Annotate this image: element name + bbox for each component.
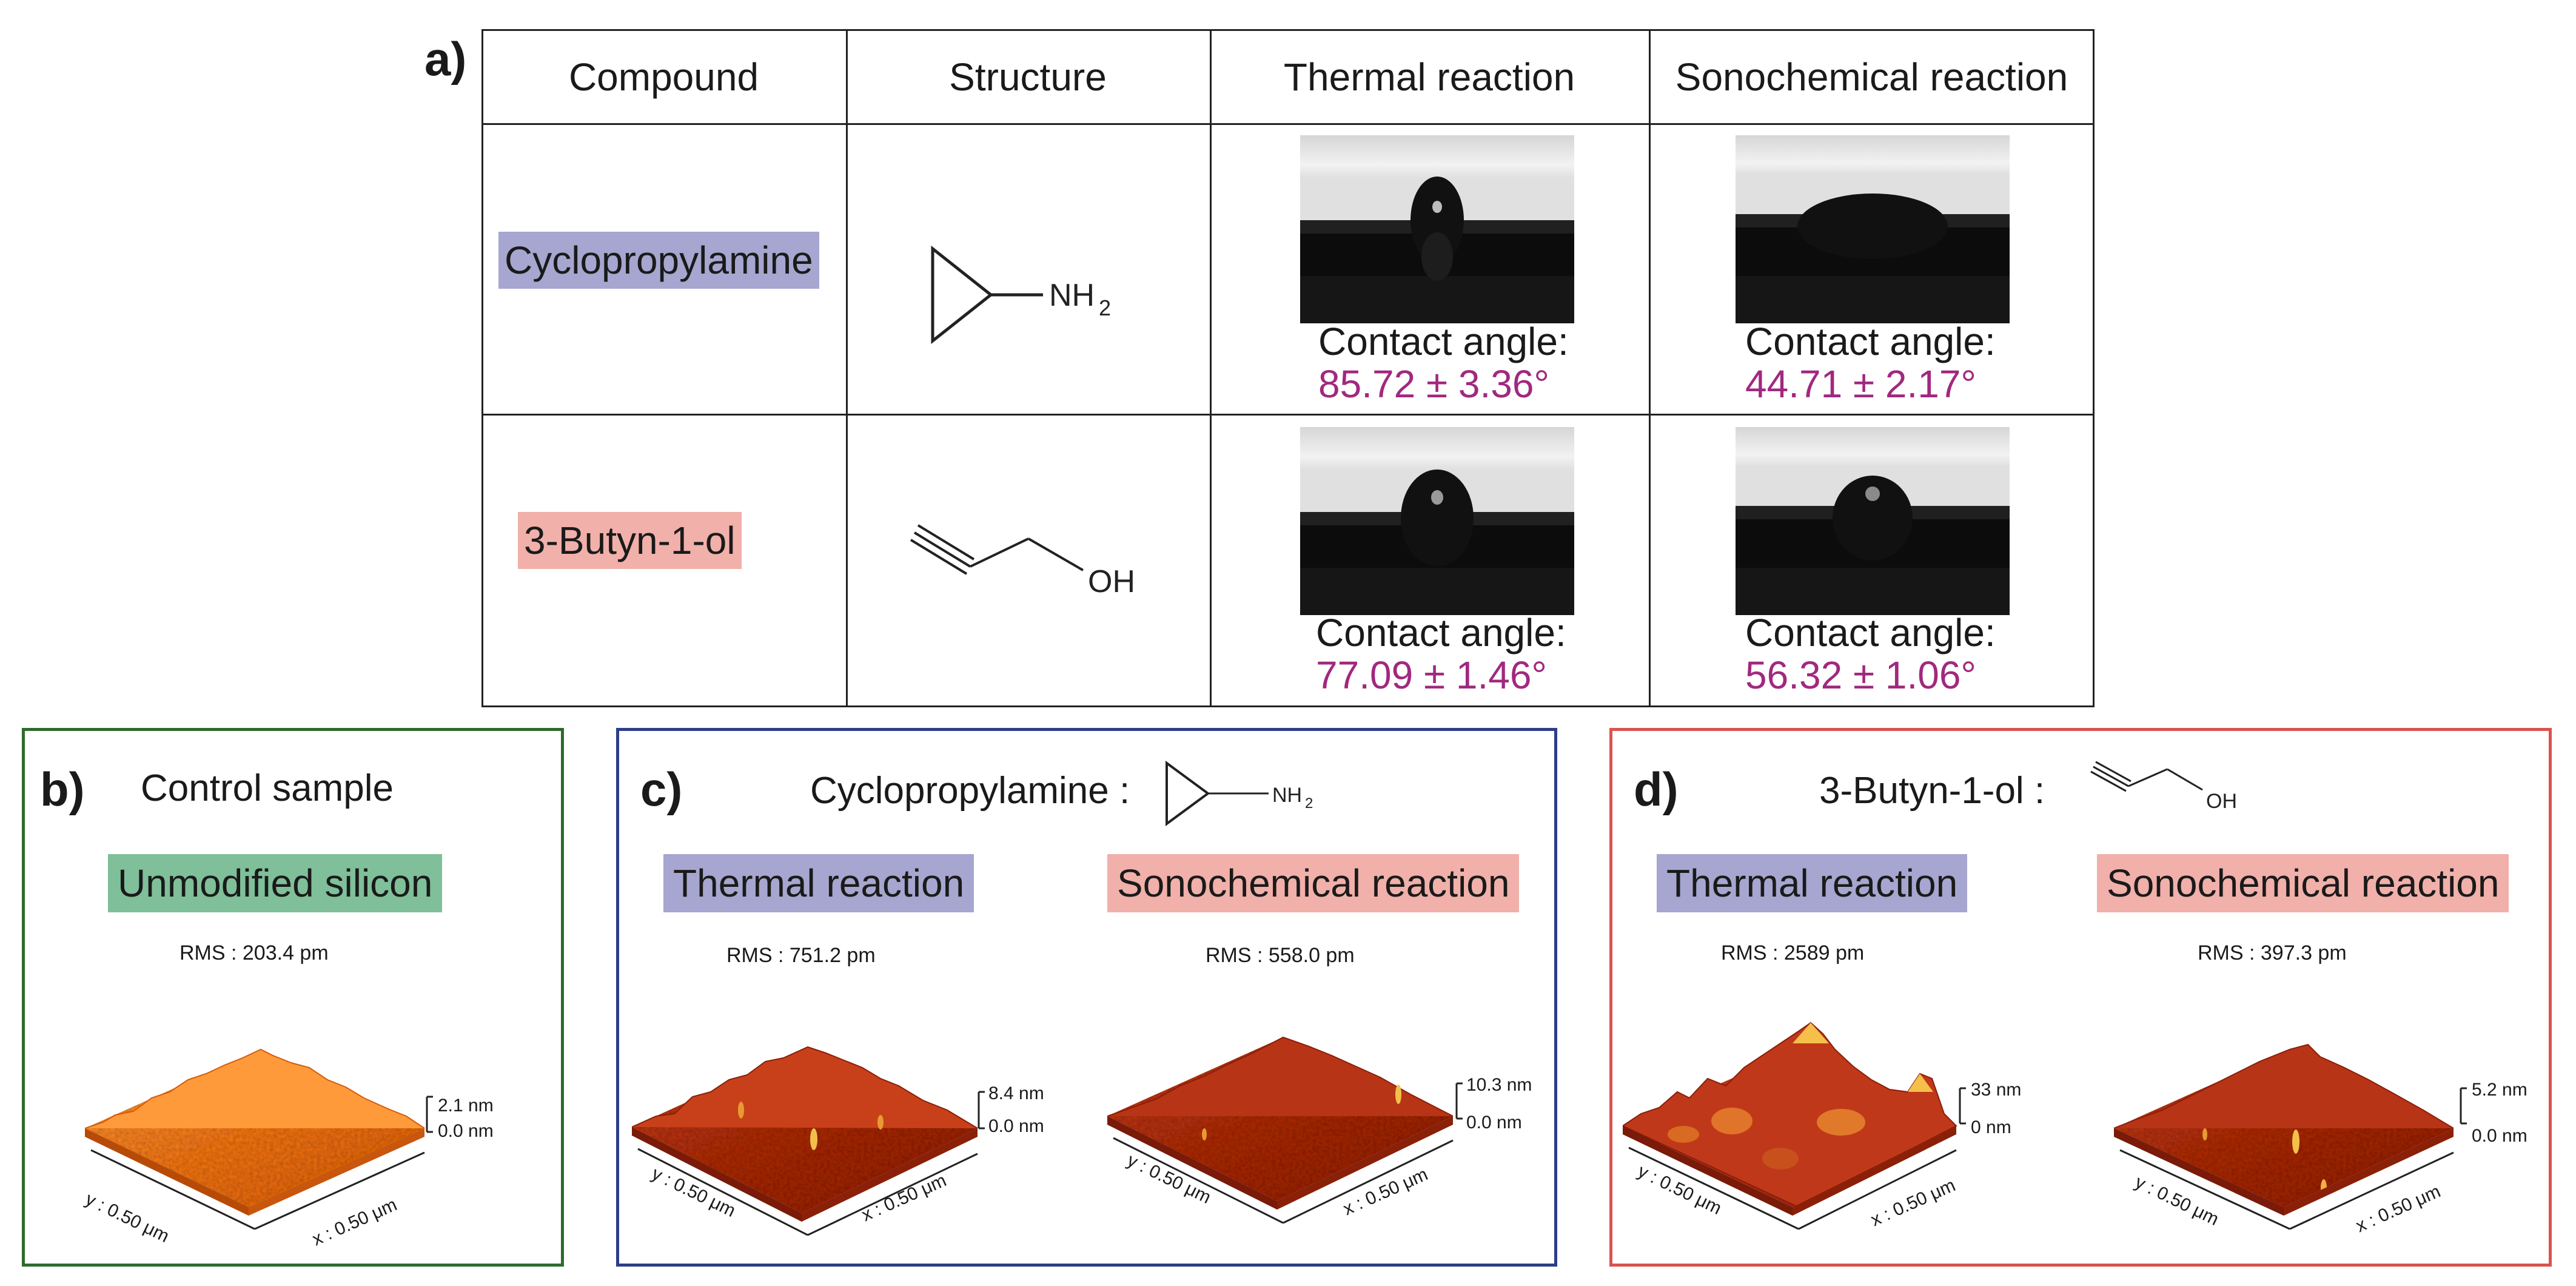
rms-value: RMS : 2589 pm — [1721, 941, 1865, 964]
table-divider — [481, 414, 2095, 416]
contact-angle-value: 56.32 ± 1.06° — [1745, 653, 1976, 697]
unmodified-silicon-label: Unmodified silicon — [108, 854, 443, 912]
droplet-image-sonochemical-2 — [1736, 427, 2010, 615]
panel-b-letter: b) — [40, 763, 85, 816]
structure-label: OH — [2206, 790, 2237, 813]
table-divider — [1649, 29, 1651, 707]
contact-angle-value: 44.71 ± 2.17° — [1745, 362, 1976, 406]
z-scale-bar — [1959, 1087, 1966, 1125]
compound-table: Compound Structure Thermal reaction Sono… — [481, 29, 2095, 707]
structure-subscript: 2 — [1305, 795, 1313, 812]
header-structure: Structure — [949, 55, 1107, 99]
structure-label: NH — [1272, 784, 1302, 807]
z-scale-min: 0.0 nm — [438, 1121, 494, 1141]
afm-surface-butynol-thermal — [1623, 1022, 1957, 1230]
thermal-reaction-label: Thermal reaction — [663, 854, 974, 912]
butynol-structure: OH — [910, 524, 1135, 599]
z-scale-max: 2.1 nm — [438, 1096, 494, 1116]
compound-name-butynol: 3-Butyn-1-ol — [518, 512, 742, 569]
sonochemical-reaction-label: Sonochemical reaction — [2097, 854, 2509, 912]
z-scale-bar — [978, 1091, 985, 1129]
afm-surface-cyclopropylamine-sonochemical — [1107, 1036, 1454, 1224]
contact-angle-label: Contact angle: — [1745, 320, 1996, 363]
rms-value: RMS : 751.2 pm — [726, 944, 876, 967]
table-divider — [481, 123, 2095, 125]
rms-value: RMS : 558.0 pm — [1206, 944, 1355, 967]
panel-d-letter: d) — [1634, 763, 1679, 816]
contact-angle-label: Contact angle: — [1318, 320, 1569, 363]
panel-b-control — [22, 728, 564, 1267]
panel-c-cyclopropylamine — [616, 728, 1557, 1267]
table-divider — [1210, 29, 1212, 707]
panel-c-letter: c) — [640, 763, 683, 816]
afm-surface-control — [85, 1048, 425, 1230]
cyclopropylamine-structure: NH 2 — [931, 245, 1111, 345]
contact-angle-label: Contact angle: — [1316, 611, 1566, 655]
z-scale-min: 0.0 nm — [1466, 1113, 1522, 1133]
z-scale-min: 0 nm — [1971, 1117, 2011, 1137]
contact-angle-value: 77.09 ± 1.46° — [1316, 653, 1547, 697]
z-scale-bar — [426, 1096, 433, 1133]
sonochemical-reaction-label: Sonochemical reaction — [1107, 854, 1520, 912]
table-border — [481, 29, 2095, 707]
header-sonochemical: Sonochemical reaction — [1675, 55, 2068, 99]
droplet-image-sonochemical-1 — [1736, 135, 2010, 323]
structure-subscript: 2 — [1099, 295, 1111, 320]
cyclopropylamine-structure-small: NH 2 — [1166, 761, 1313, 826]
droplet-image-thermal-2 — [1300, 427, 1574, 615]
table-divider — [846, 29, 848, 707]
panel-a-letter: a) — [424, 32, 467, 86]
panel-d-butynol — [1609, 728, 2552, 1267]
rms-value: RMS : 397.3 pm — [2198, 941, 2347, 964]
contact-angle-value: 85.72 ± 3.36° — [1318, 362, 1549, 406]
header-compound: Compound — [568, 55, 759, 99]
structure-label: OH — [1088, 564, 1135, 599]
afm-surface-cyclopropylamine-thermal — [632, 1046, 978, 1236]
contact-angle-label: Contact angle: — [1745, 611, 1996, 655]
z-scale-bar — [2460, 1087, 2467, 1125]
panel-b-title: Control sample — [141, 767, 394, 809]
droplet-image-thermal-1 — [1300, 135, 1574, 323]
compound-name-cyclopropylamine: Cyclopropylamine — [498, 232, 819, 289]
butynol-structure-small: OH — [2090, 761, 2237, 813]
z-scale-min: 0.0 nm — [988, 1116, 1044, 1136]
z-scale-max: 10.3 nm — [1466, 1075, 1532, 1095]
z-scale-min: 0.0 nm — [2472, 1126, 2527, 1146]
z-scale-bar — [1455, 1082, 1463, 1120]
panel-c-title: Cyclopropylamine : — [810, 770, 1130, 812]
rms-value: RMS : 203.4 pm — [179, 941, 329, 964]
panel-d-title: 3-Butyn-1-ol : — [1819, 770, 2045, 812]
z-scale-max: 5.2 nm — [2472, 1080, 2527, 1100]
structure-label: NH — [1049, 278, 1095, 313]
z-scale-max: 33 nm — [1971, 1080, 2022, 1100]
thermal-reaction-label: Thermal reaction — [1657, 854, 1968, 912]
header-thermal: Thermal reaction — [1283, 55, 1575, 99]
afm-surface-butynol-sonochemical — [2114, 1043, 2454, 1230]
z-scale-max: 8.4 nm — [988, 1083, 1044, 1103]
